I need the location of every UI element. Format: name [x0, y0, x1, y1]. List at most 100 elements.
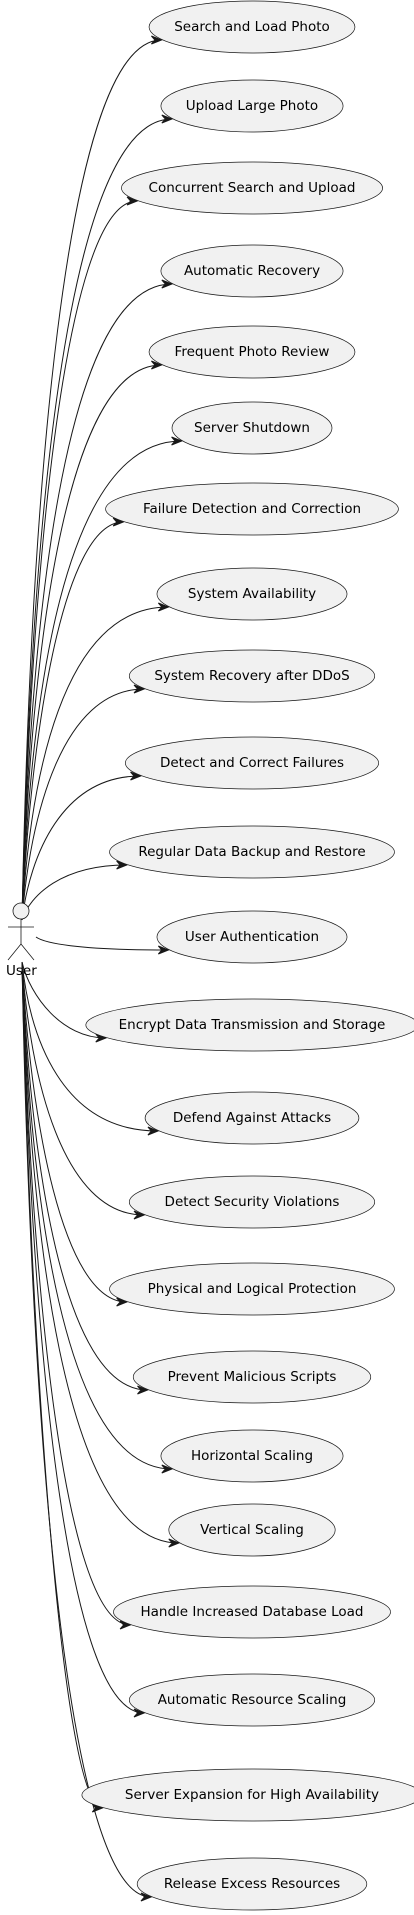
use-case: Vertical Scaling [168, 1503, 336, 1557]
use-case-ellipse [109, 825, 395, 879]
use-case-ellipse [81, 1768, 414, 1822]
arrowhead [157, 602, 170, 612]
association-edge [21, 961, 106, 1039]
arrowhead [168, 1538, 181, 1548]
use-case-label: System Recovery after DDoS [154, 668, 349, 684]
use-case: Automatic Resource Scaling [128, 1673, 376, 1727]
use-case-label: Concurrent Search and Upload [149, 180, 356, 196]
association-edge [21, 961, 127, 1303]
use-case: Automatic Recovery [160, 244, 344, 298]
use-case-ellipse [136, 1857, 368, 1911]
association-edge [21, 961, 158, 1132]
arrowhead [130, 771, 142, 781]
use-case: Upload Large Photo [160, 79, 344, 133]
association-edge [21, 440, 182, 921]
use-case: Horizontal Scaling [160, 1429, 344, 1483]
use-case-ellipse [156, 910, 348, 964]
use-case-ellipse [113, 1585, 391, 1639]
use-case-label: Horizontal Scaling [191, 1448, 313, 1464]
use-case-label: Server Expansion for High Availability [125, 1787, 379, 1803]
use-case: Detect Security Violations [128, 1175, 376, 1229]
use-case-ellipse [121, 161, 383, 215]
actor-leg-right [20, 943, 35, 961]
use-case: Handle Increased Database Load [113, 1585, 391, 1639]
arrowhead [161, 1464, 174, 1474]
arrowhead [133, 1708, 146, 1718]
use-case: Defend Against Attacks [144, 1091, 360, 1145]
use-case-ellipse [85, 998, 414, 1052]
association-edge [21, 118, 172, 921]
use-case-ellipse [128, 1673, 376, 1727]
use-case-ellipse [124, 736, 380, 790]
arrowhead [126, 196, 139, 206]
actor-leg-left [7, 943, 22, 961]
association-edge [21, 364, 162, 921]
arrowhead [137, 1385, 149, 1395]
actor-head [12, 902, 30, 920]
use-case-label: User Authentication [185, 929, 319, 945]
use-case-label: Handle Increased Database Load [141, 1604, 364, 1620]
use-case-label: Automatic Resource Scaling [158, 1692, 347, 1708]
use-case-ellipse [160, 244, 344, 298]
arrowhead [161, 279, 174, 289]
use-case-label: Search and Load Photo [174, 19, 330, 35]
use-case-ellipse [132, 1350, 372, 1404]
use-case-label: Encrypt Data Transmission and Storage [119, 1017, 386, 1033]
use-case-ellipse [156, 567, 348, 621]
association-edge [21, 961, 145, 1714]
use-case: Server Expansion for High Availability [81, 1768, 414, 1822]
use-case-ellipse [128, 1175, 376, 1229]
actor-label: User [6, 963, 37, 979]
arrowhead [171, 436, 183, 446]
use-case: Encrypt Data Transmission and Storage [85, 998, 414, 1052]
use-case: Physical and Logical Protection [109, 1262, 395, 1316]
use-case-label: Regular Data Backup and Restore [138, 844, 365, 860]
association-edge [21, 961, 179, 1544]
association-edge [21, 961, 148, 1391]
association-edge [21, 283, 172, 921]
association-edge [21, 688, 145, 921]
association-edge [21, 864, 127, 921]
association-edge [35, 936, 169, 951]
use-case-label: Upload Large Photo [186, 98, 318, 114]
associations [21, 35, 183, 1902]
use-case-label: Physical and Logical Protection [148, 1281, 357, 1297]
association-edge [21, 521, 124, 921]
use-case: Regular Data Backup and Restore [109, 825, 395, 879]
use-case-label: Automatic Recovery [184, 263, 320, 279]
use-case-ellipse [160, 1429, 344, 1483]
arrowhead [157, 945, 170, 955]
use-case-label: Detect and Correct Failures [160, 755, 344, 771]
use-case: Search and Load Photo [148, 0, 356, 54]
association-edge [21, 961, 172, 1470]
use-case: Frequent Photo Review [148, 325, 356, 379]
arrowhead [133, 684, 146, 694]
use-case-ellipse [105, 482, 399, 536]
use-case-ellipse [128, 649, 376, 703]
association-edge [21, 961, 131, 1626]
use-case-label: Vertical Scaling [200, 1522, 304, 1538]
use-case-ellipse [171, 401, 333, 455]
use-case-label: Frequent Photo Review [175, 344, 330, 360]
association-edge [21, 606, 169, 921]
use-case-label: System Availability [188, 586, 316, 602]
use-case-ellipse [109, 1262, 395, 1316]
use-case: Server Shutdown [171, 401, 333, 455]
use-case-ellipse [160, 79, 344, 133]
association-edge [21, 961, 151, 1898]
use-case-ellipse [168, 1503, 336, 1557]
use-case-label: Release Excess Resources [164, 1876, 340, 1892]
arrowhead [161, 114, 174, 124]
use-case-label: Detect Security Violations [165, 1194, 340, 1210]
arrowhead [147, 1126, 160, 1136]
use-case-label: Defend Against Attacks [173, 1110, 331, 1126]
use-case: Failure Detection and Correction [105, 482, 399, 536]
use-case-ellipse [148, 0, 356, 54]
actor-user: User [6, 902, 37, 979]
use-case: System Availability [156, 567, 348, 621]
arrowhead [140, 1892, 153, 1902]
use-case: Detect and Correct Failures [124, 736, 380, 790]
use-case: Prevent Malicious Scripts [132, 1350, 372, 1404]
